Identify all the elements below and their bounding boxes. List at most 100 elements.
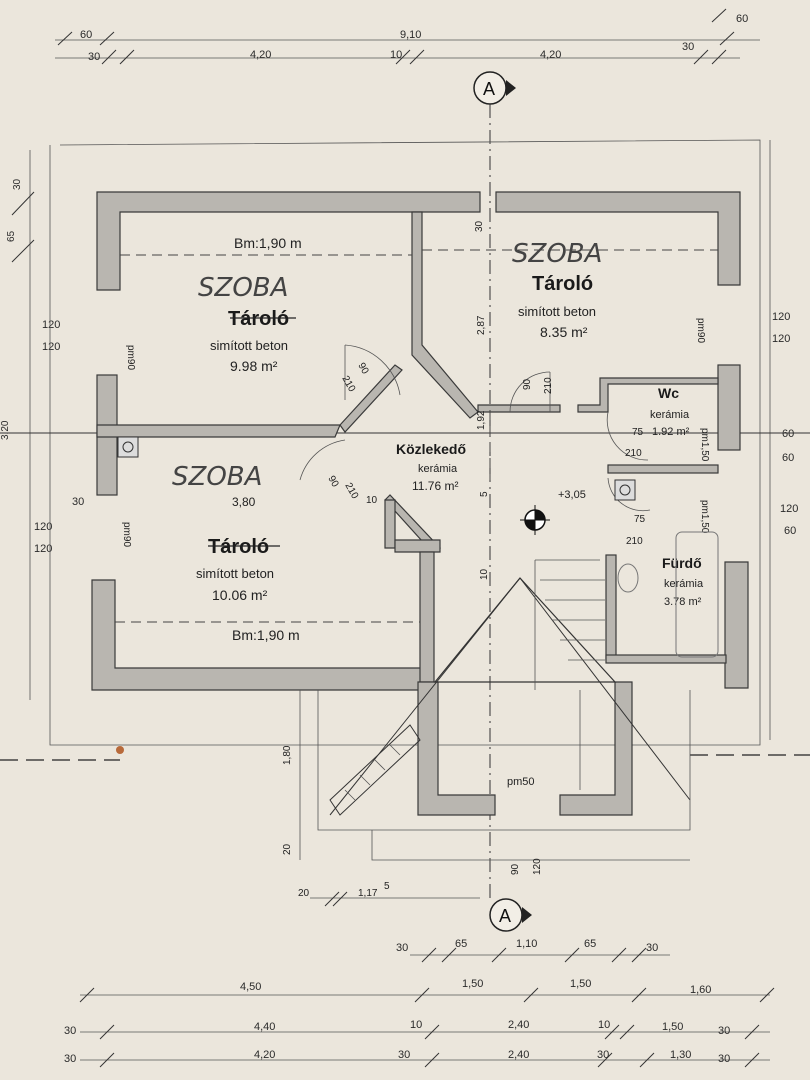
room2-finish: simított beton — [518, 304, 596, 319]
dim-b4-f: 1,30 — [670, 1049, 691, 1061]
dim-b4-b: 4,20 — [254, 1049, 275, 1061]
bottom-dimensions: 30 65 1,10 65 30 4,50 1,50 1,50 1,60 30 … — [64, 938, 775, 1068]
dim-b2-a: 4,50 — [240, 981, 261, 993]
dim-top-d: 4,20 — [540, 49, 561, 61]
room2-door-height: 210 — [543, 377, 554, 394]
dim-top-total: 9,10 — [400, 29, 421, 41]
dim-b3-b: 4,40 — [254, 1021, 275, 1033]
dim-b4-d: 2,40 — [508, 1049, 529, 1061]
dim-int-10b: 10 — [479, 568, 490, 580]
hall-level: +3,05 — [558, 489, 586, 501]
dim-b1-a: 30 — [396, 942, 408, 954]
room-storage-3: SZOBA 3,80 Tároló simított beton 10.06 m… — [121, 462, 378, 643]
dim-right-120b: 120 — [772, 333, 790, 345]
dim-b2-d: 1,60 — [690, 984, 711, 996]
dim-b3-d: 2,40 — [508, 1019, 529, 1031]
bath-finish: kerámia — [664, 578, 704, 590]
room1-height-note: Bm:1,90 m — [234, 235, 302, 251]
stair-dimensions: 1,80 20 20 1,17 5 — [282, 690, 480, 907]
dim-top-a: 30 — [88, 51, 100, 63]
dim-top-left: 60 — [80, 29, 92, 41]
dim-stair-117: 1,17 — [358, 888, 378, 899]
hall-finish: kerámia — [418, 463, 458, 475]
interior-dimensions: 30 2,87 1,92 5 10 90 120 — [474, 220, 543, 875]
dim-top-c: 10 — [390, 49, 402, 61]
landing-window: pm50 — [507, 776, 535, 788]
room1-door-width: 90 — [355, 361, 370, 377]
dim-right-120a: 120 — [772, 311, 790, 323]
bath-door-width: 75 — [634, 514, 646, 525]
dim-b2-b: 1,50 — [462, 978, 483, 990]
wc-finish: kerámia — [650, 409, 690, 421]
dim-b1-e: 30 — [646, 942, 658, 954]
flues — [117, 436, 636, 501]
dim-b3-g: 30 — [718, 1025, 730, 1037]
room3-handwritten-label: SZOBA — [172, 462, 262, 492]
room3-name: Tároló — [208, 536, 269, 558]
dim-top-b: 4,20 — [250, 49, 271, 61]
room3-door-width: 90 — [325, 474, 340, 490]
hall-area: 11.76 m² — [412, 479, 458, 493]
room-storage-2: SZOBA Tároló simított beton 8.35 m² pm90… — [512, 239, 706, 394]
room1-handwritten-label: SZOBA — [198, 273, 288, 303]
dim-top-right: 60 — [736, 13, 748, 25]
dim-left-65: 65 — [6, 230, 17, 242]
bath-area: 3.78 m² — [664, 596, 702, 608]
room1-window: pm90 — [125, 345, 136, 370]
room1-area: 9.98 m² — [230, 358, 278, 374]
dim-stair-20: 20 — [282, 843, 293, 855]
right-dimensions: 120 120 60 60 120 60 — [769, 140, 798, 740]
dim-int-90: 90 — [510, 863, 521, 875]
dim-int-120: 120 — [532, 858, 543, 875]
dim-right-60b: 60 — [782, 452, 794, 464]
wc-door-width: 75 — [632, 427, 644, 438]
room-bathroom: 75 210 pm1,50 Fürdő kerámia 3.78 m² — [617, 500, 719, 658]
wc-window: pm1,50 — [699, 428, 710, 462]
dim-int-30: 30 — [474, 220, 485, 232]
dim-left-120c: 120 — [34, 521, 52, 533]
room3-finish: simított beton — [196, 566, 274, 581]
dim-b3-e: 10 — [598, 1019, 610, 1031]
dim-b4-g: 30 — [718, 1053, 730, 1065]
room1-finish: simított beton — [210, 338, 288, 353]
room3-width: 3,80 — [232, 495, 256, 509]
height-lines — [115, 249, 718, 623]
dim-b4-c: 30 — [398, 1049, 410, 1061]
left-dimensions: 30 65 120 120 3,20 30 120 120 — [0, 150, 84, 700]
dim-int-10a: 1,92 — [476, 410, 487, 430]
door-swings — [299, 344, 651, 512]
section-marker-bottom: A — [489, 898, 532, 932]
dim-left-30b: 30 — [72, 496, 84, 508]
room2-handwritten-label: SZOBA — [512, 239, 602, 269]
bath-name: Fürdő — [662, 555, 702, 571]
room1-name: Tároló — [228, 308, 289, 330]
dim-left-120a: 120 — [42, 319, 60, 331]
dim-b3-c: 10 — [410, 1019, 422, 1031]
dim-left-320: 3,20 — [0, 420, 11, 440]
dim-top-e: 30 — [682, 41, 694, 53]
room3-window: pm90 — [121, 522, 132, 547]
section-marker-top: A — [473, 71, 516, 900]
dim-int-192: 5 — [479, 491, 490, 497]
dim-stair-117-sup: 5 — [384, 881, 390, 892]
room-hallway: Közlekedő kerámia 11.76 m² +3,05 — [396, 441, 586, 501]
dim-right-60a: 60 — [782, 428, 794, 440]
room3-area: 10.06 m² — [212, 587, 268, 603]
dim-left-30: 30 — [12, 178, 23, 190]
dim-int-287: 2,87 — [476, 315, 487, 335]
section-label-top: A — [483, 79, 495, 99]
staircase — [329, 505, 691, 816]
dim-b4-a: 30 — [64, 1053, 76, 1065]
dim-b1-b: 65 — [455, 938, 467, 950]
wc-name: Wc — [658, 385, 679, 401]
terrace-outline — [317, 690, 691, 861]
dim-b4-e: 30 — [597, 1049, 609, 1061]
room3-height-note: Bm:1,90 m — [232, 627, 300, 643]
room-wc: Wc kerámia 1.92 m² 75 210 pm1,50 — [625, 385, 710, 462]
dim-right-60c: 60 — [784, 525, 796, 537]
wc-door-height: 210 — [625, 448, 642, 459]
dim-b2-c: 1,50 — [570, 978, 591, 990]
walls — [91, 191, 749, 816]
hall-name: Közlekedő — [396, 441, 466, 457]
